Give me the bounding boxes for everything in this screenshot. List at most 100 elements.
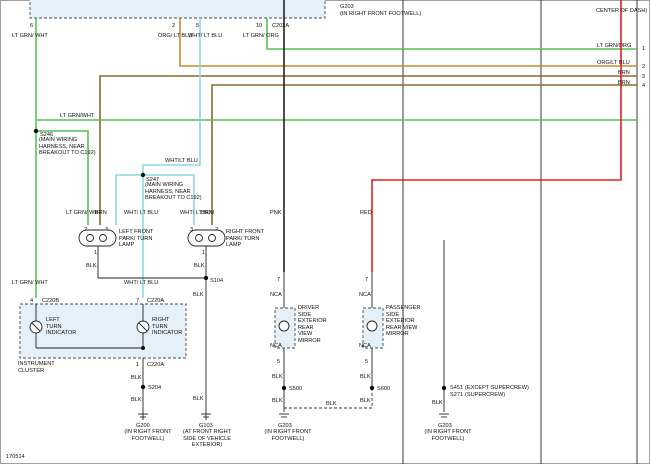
left-lamp-bulb-2 <box>99 234 107 242</box>
cl-junction-dot <box>141 346 145 350</box>
pin-top-6: 6 <box>30 23 33 29</box>
label-blk-g103: BLK <box>193 396 204 402</box>
label-red: RED <box>360 210 372 216</box>
rl-label-brn: BRN <box>201 210 213 216</box>
dashed-cross-link <box>284 390 373 409</box>
ground-g203-right-note: (IN RIGHT FRONT FOOTWELL) <box>424 429 472 442</box>
splice-s246: S246 <box>40 132 53 138</box>
driver-mirror-bulb <box>278 320 290 332</box>
passenger-mirror-label-box: PASSENGER SIDE EXTERIOR REAR VIEW MIRROR <box>386 305 421 338</box>
rl-label-wht-left: WHT/ LT BLU <box>124 210 158 216</box>
right-pin-3: 3 <box>642 74 645 80</box>
right-label-org: ORG/LT BLU <box>597 60 630 66</box>
splice-s451-note: (EXCEPT SUPERCREW) <box>465 385 529 391</box>
left-lamp-label-box: LEFT FRONT PARK/ TURN LAMP <box>119 229 154 249</box>
ll-label-brn: BRN <box>95 210 107 216</box>
label-ltgrn: LT GRN/ WHT <box>12 33 48 39</box>
left-indicator-label-box: LEFT TURN INDICATOR <box>46 317 77 337</box>
splice-s246-note: (MAIN WIRING HARNESS, NEAR BREAKOUT TO C… <box>39 137 96 157</box>
rl-pin-3: 3 <box>190 227 193 233</box>
pin-top-10: 10 <box>256 23 262 29</box>
ground-g203-top-note: (IN RIGHT FRONT FOOTWELL) <box>340 11 421 17</box>
ll-label-ltgrn: LT GRN/ WHT <box>66 210 102 216</box>
p-label-nca-2: NCA <box>359 343 371 349</box>
splice-s247: S247 <box>146 177 159 183</box>
right-indicator-x1 <box>138 322 148 332</box>
splice-s104-dot <box>203 275 209 281</box>
right-lamp-bulb-1 <box>195 234 203 242</box>
right-indicator-label-box: RIGHT TURN INDICATOR <box>152 317 183 337</box>
rl-pin-1: 1 <box>202 250 205 256</box>
right-lamp-bulb-2 <box>208 234 216 242</box>
label-blk-s451: BLK <box>432 400 443 406</box>
splice-s600: S600 <box>377 386 390 392</box>
splice-s451-dot <box>441 385 447 391</box>
p-label-blk-1: BLK <box>360 374 371 380</box>
splice-s246-dot <box>33 128 39 134</box>
instrument-cluster-box <box>19 303 187 359</box>
splice-s204-dot <box>140 384 146 390</box>
d-pin-5: 5 <box>277 359 280 365</box>
driver-mirror-label: DRIVER SIDE EXTERIOR REAR VIEW MIRROR <box>298 305 327 344</box>
ll-pin-1: 1 <box>94 250 97 256</box>
p-pin-7: 7 <box>365 277 368 283</box>
passenger-mirror-label: PASSENGER SIDE EXTERIOR REAR VIEW MIRROR <box>386 305 421 338</box>
d-pin-7: 7 <box>277 277 280 283</box>
splice-s247-note-box: (MAIN WIRING HARNESS, NEAR BREAKOUT TO C… <box>145 182 202 202</box>
ground-g203-top: G203 <box>340 4 354 10</box>
splice-s246-note-box: (MAIN WIRING HARNESS, NEAR BREAKOUT TO C… <box>39 137 96 157</box>
splice-s500-dot <box>281 385 287 391</box>
figure-id: 170514 <box>6 454 25 460</box>
ground-g103: G103 <box>199 423 213 429</box>
right-indicator-label: RIGHT TURN INDICATOR <box>152 317 183 337</box>
driver-mirror-label-box: DRIVER SIDE EXTERIOR REAR VIEW MIRROR <box>298 305 327 344</box>
right-lamp-label-box: RIGHT FRONT PARK/ TURN LAMP <box>226 229 265 249</box>
cl-pin-1: 1 <box>136 362 139 368</box>
cl-label-wht: WHT/ LT BLU <box>124 280 158 286</box>
top-module-box <box>29 0 326 19</box>
splice-s600-dot <box>369 385 375 391</box>
p-label-nca-1: NCA <box>359 292 371 298</box>
label-blk-s104: BLK <box>193 292 204 298</box>
right-pin-4: 4 <box>642 83 645 89</box>
ground-g103-note: (AT FRONT RIGHT SIDE OF VEHICLE EXTERIOR… <box>182 429 232 449</box>
splice-s204: S204 <box>148 385 161 391</box>
cl-pin-4: 4 <box>30 298 33 304</box>
right-lamp-label: RIGHT FRONT PARK/ TURN LAMP <box>226 229 265 249</box>
ground-g200-note-box: (IN RIGHT FRONT FOOTWELL) <box>124 429 172 442</box>
right-label-brn-1: BRN <box>618 70 630 76</box>
splice-s500: S500 <box>289 386 302 392</box>
wire-wht-ltblu-right-lamp <box>143 174 195 225</box>
wire-brn-4 <box>211 84 637 225</box>
d-label-nca-1: NCA <box>270 292 282 298</box>
splice-s104: S104 <box>210 278 223 284</box>
cluster-label-box: INSTRUMENT CLUSTER <box>18 361 55 374</box>
label-h-ltgrn-wht: LT GRN/WHT <box>60 113 95 119</box>
right-pin-2: 2 <box>642 64 645 70</box>
left-lamp-label: LEFT FRONT PARK/ TURN LAMP <box>119 229 154 249</box>
rl-label-wht: WHT/ LT BLU <box>180 210 214 216</box>
cl-pin-7: 7 <box>136 298 139 304</box>
ground-g203-mid-note-box: (IN RIGHT FRONT FOOTWELL) <box>264 429 311 442</box>
ground-g203-mid: G203 <box>278 423 292 429</box>
left-indicator-label: LEFT TURN INDICATOR <box>46 317 77 337</box>
right-pin-1: 1 <box>642 46 645 52</box>
cl-label-blk-1: BLK <box>131 375 142 381</box>
splice-s247-note: (MAIN WIRING HARNESS, NEAR BREAKOUT TO C… <box>145 182 202 202</box>
p-label-blk-2: BLK <box>360 398 371 404</box>
d-label-nca-2: NCA <box>270 343 282 349</box>
label-pnk: PNK <box>270 210 282 216</box>
ground-g200-note: (IN RIGHT FRONT FOOTWELL) <box>124 429 172 442</box>
cl-connector-c220a-bot: C220A <box>147 362 164 368</box>
ground-g203-right-note-box: (IN RIGHT FRONT FOOTWELL) <box>424 429 472 442</box>
wire-ltgrn-wht-to-lamp <box>36 130 89 225</box>
label-h-wht-ltblu: WHT/LT BLU <box>165 158 198 164</box>
left-lamp-bulb-1 <box>86 234 94 242</box>
d-label-blk-1: BLK <box>272 374 283 380</box>
pin-top-5: 5 <box>196 23 199 29</box>
label-blk-mid: BLK <box>326 401 337 407</box>
cl-connector-c220b: C220B <box>42 298 59 304</box>
p-pin-5: 5 <box>365 359 368 365</box>
cl-connector-c220a-top: C220A <box>147 298 164 304</box>
ll-label-blk: BLK <box>86 263 97 269</box>
